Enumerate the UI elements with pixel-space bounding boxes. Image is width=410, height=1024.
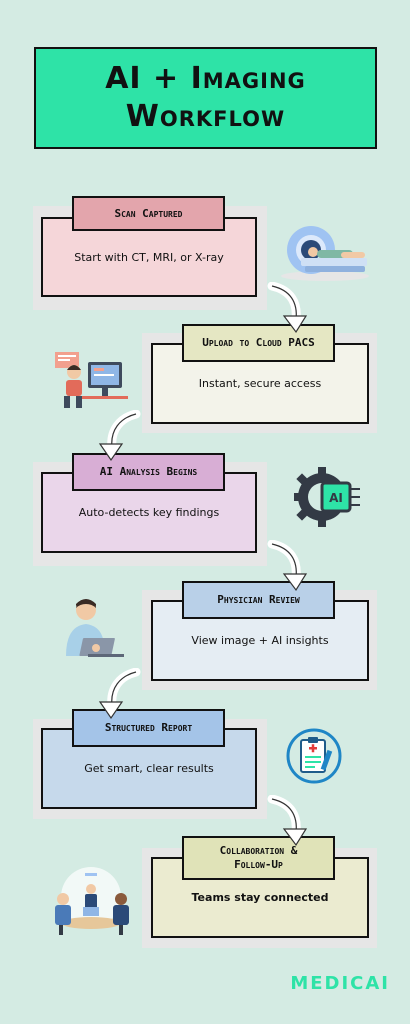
title-banner: AI + Imaging Workflow [34, 47, 377, 149]
step-4-text: View image + AI insights [191, 634, 329, 647]
arrow-step4-to-step5-icon [98, 668, 141, 720]
step-1-label: Scan Captured [72, 196, 225, 231]
ai-gear-chip-icon: AI [294, 467, 360, 527]
step-1-text: Start with CT, MRI, or X-ray [74, 250, 224, 264]
arrow-step1-to-step2-icon [267, 282, 308, 334]
step-6-text: Teams stay connected [191, 891, 329, 904]
step-2-label: Upload to Cloud PACS [182, 324, 335, 362]
step-6-label: Collaboration & Follow-Up [182, 836, 335, 880]
step-5-label: Structured Report [72, 709, 225, 747]
mri-scanner-icon [281, 226, 369, 281]
arrow-step3-to-step4-icon [267, 540, 308, 592]
step-6-label-line-2: Follow-Up [234, 858, 283, 871]
step-4-label: Physician Review [182, 581, 335, 619]
workstation-person-icon [55, 352, 128, 408]
physician-laptop-icon [66, 599, 124, 657]
title-line-2: Workflow [125, 99, 286, 134]
step-3-text: Auto-detects key findings [78, 506, 220, 519]
title-line-1: AI + Imaging [105, 61, 306, 96]
arrow-step5-to-step6-icon [267, 795, 308, 847]
step-3-label: AI Analysis Begins [72, 453, 225, 491]
medical-clipboard-icon [286, 728, 342, 784]
medicai-logo: MEDICAI [290, 973, 390, 994]
step-5-text: Get smart, clear results [84, 762, 214, 775]
team-meeting-icon [55, 867, 129, 935]
step-2-text: Instant, secure access [198, 377, 322, 390]
svg-text:AI: AI [329, 491, 343, 505]
arrow-step2-to-step3-icon [98, 410, 141, 462]
step-6-label-line-1: Collaboration & [219, 844, 298, 857]
